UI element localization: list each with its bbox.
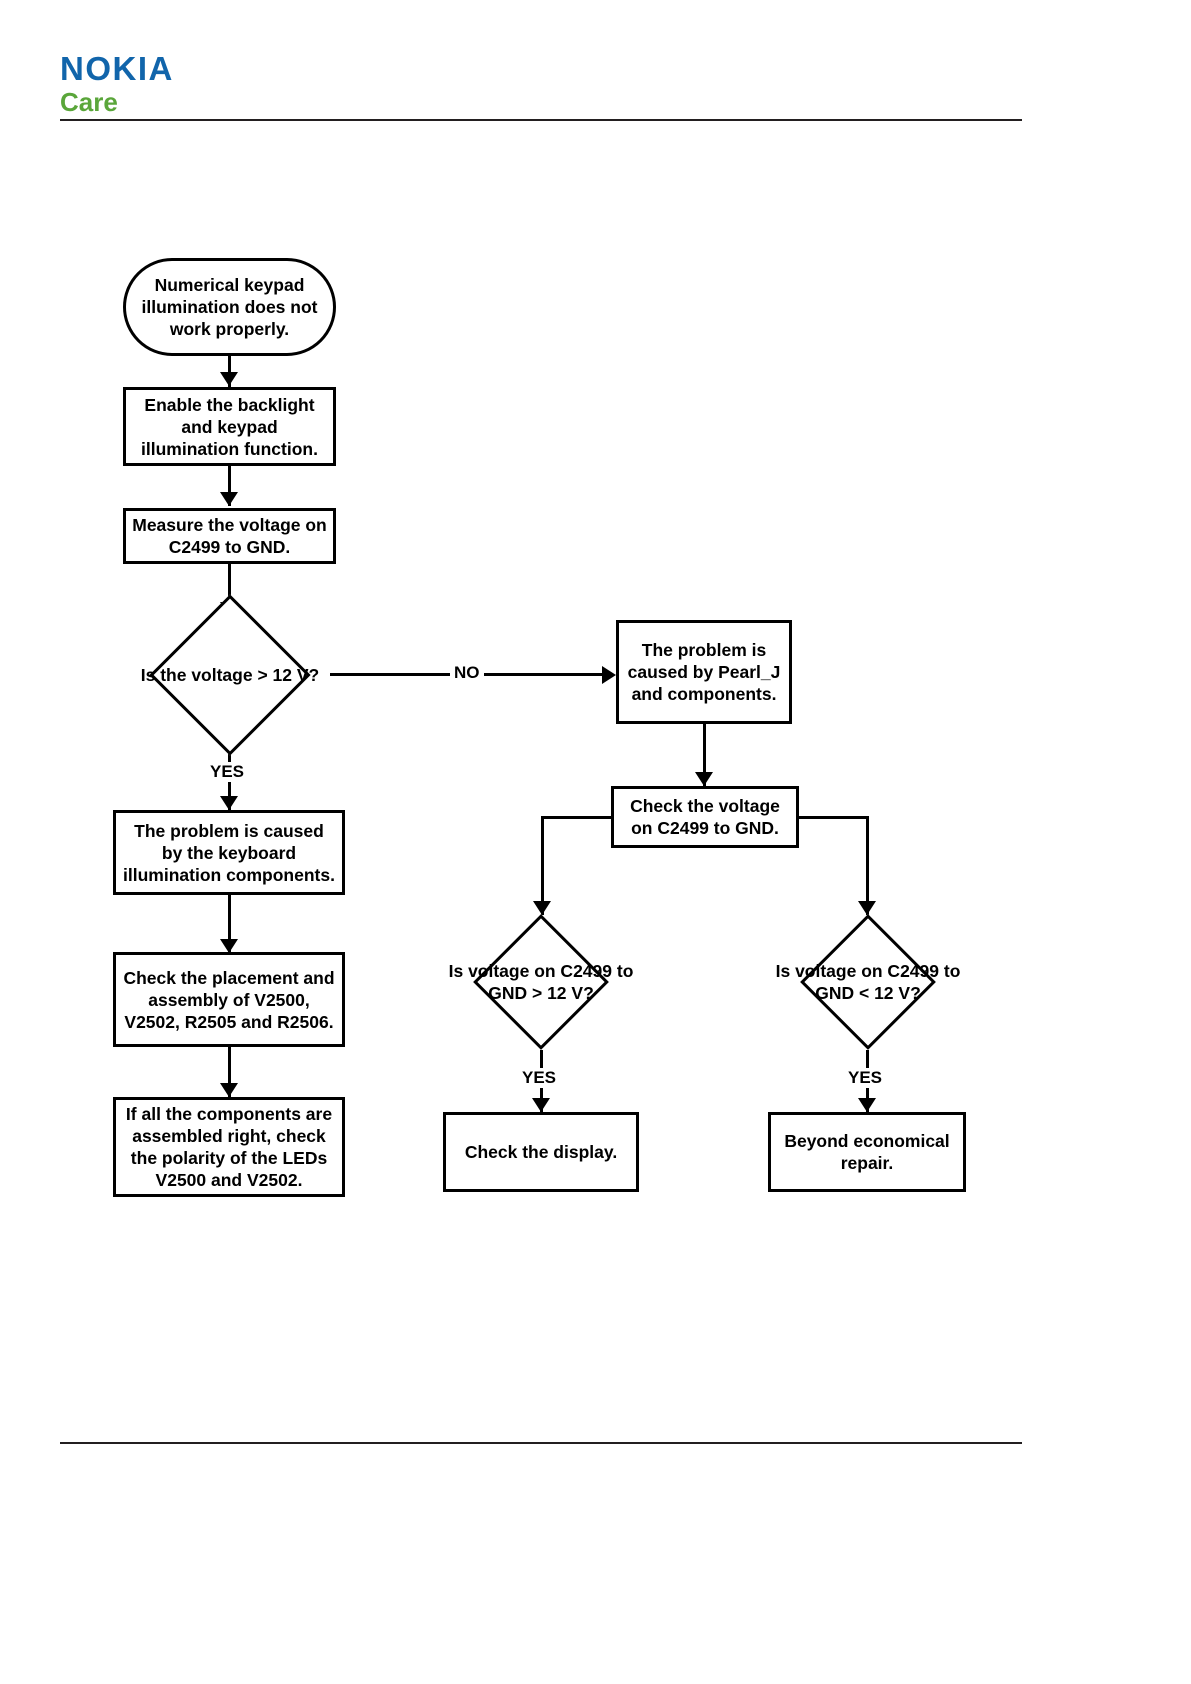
node-keyboard-illumination: The problem is caused by the keyboard il… xyxy=(113,810,345,895)
node-measure-voltage: Measure the voltage on C2499 to GND. xyxy=(123,508,336,564)
nokia-wordmark: NOKIA xyxy=(60,50,174,87)
edge-label-yes-less: YES xyxy=(844,1068,887,1088)
node-decision-main-label: Is the voltage > 12 V? xyxy=(140,664,320,685)
node-decision-main: Is the voltage > 12 V? xyxy=(130,593,330,756)
node-check-placement: Check the placement and assembly of V250… xyxy=(113,952,345,1047)
node-keyboard-illumination-label: The problem is caused by the keyboard il… xyxy=(123,820,335,885)
connector-placement-polarity xyxy=(228,1047,231,1097)
header-divider xyxy=(60,119,1022,121)
arrowhead-enable-measure xyxy=(220,492,238,506)
node-check-display: Check the display. xyxy=(443,1112,639,1192)
edge-label-yes-greater: YES xyxy=(518,1068,561,1088)
node-decision-less: Is voltage on C2499 to GND < 12 V? xyxy=(770,914,966,1050)
connector-checkvolt-right-v xyxy=(866,816,869,915)
connector-kbd-placement xyxy=(228,895,231,953)
footer-divider xyxy=(60,1442,1022,1444)
node-measure-voltage-label: Measure the voltage on C2499 to GND. xyxy=(132,515,327,557)
arrowhead-pearl-checkvolt xyxy=(695,772,713,786)
edge-label-yes-main: YES xyxy=(206,762,249,782)
arrowhead-checkvolt-left xyxy=(533,901,551,915)
node-check-polarity-label: If all the components are assembled righ… xyxy=(125,1104,333,1190)
node-beyond-repair-label: Beyond economical repair. xyxy=(784,1131,950,1173)
node-decision-greater: Is voltage on C2499 to GND > 12 V? xyxy=(443,914,639,1050)
node-beyond-repair: Beyond economical repair. xyxy=(768,1112,966,1192)
node-enable-backlight-label: Enable the backlight and keypad illumina… xyxy=(141,394,318,459)
care-wordmark: Care xyxy=(60,87,118,117)
arrowhead-yes-main xyxy=(220,796,238,810)
arrowhead-placement-polarity xyxy=(220,1083,238,1097)
node-check-placement-label: Check the placement and assembly of V250… xyxy=(123,967,335,1032)
node-check-polarity: If all the components are assembled righ… xyxy=(113,1097,345,1197)
arrowhead-checkvolt-right xyxy=(858,901,876,915)
connector-pearl-checkvolt xyxy=(703,724,706,786)
node-decision-greater-label: Is voltage on C2499 to GND > 12 V? xyxy=(448,961,634,1003)
arrowhead-no-branch xyxy=(602,666,616,684)
connector-measure-decision xyxy=(228,564,231,618)
arrowhead-yes-less xyxy=(858,1098,876,1112)
connector-checkvolt-left-v xyxy=(541,816,544,915)
nokia-care-logo: NOKIA Care xyxy=(60,50,360,117)
node-pearl-j-label: The problem is caused by Pearl_J and com… xyxy=(627,640,781,704)
node-decision-less-label: Is voltage on C2499 to GND < 12 V? xyxy=(775,961,961,1003)
node-check-voltage: Check the voltage on C2499 to GND. xyxy=(611,786,799,848)
node-pearl-j: The problem is caused by Pearl_J and com… xyxy=(616,620,792,724)
arrowhead-start-enable xyxy=(220,372,238,386)
edge-label-no: NO xyxy=(450,663,484,683)
node-enable-backlight: Enable the backlight and keypad illumina… xyxy=(123,387,336,466)
connector-checkvolt-left-h xyxy=(541,816,614,819)
node-start: Numerical keypad illumination does not w… xyxy=(123,258,336,356)
arrowhead-kbd-placement xyxy=(220,939,238,953)
arrowhead-yes-greater xyxy=(532,1098,550,1112)
node-start-label: Numerical keypad illumination does not w… xyxy=(141,275,318,339)
node-check-voltage-label: Check the voltage on C2499 to GND. xyxy=(630,796,780,838)
connector-enable-measure xyxy=(228,466,231,506)
node-check-display-label: Check the display. xyxy=(464,1142,618,1162)
connector-checkvolt-right-h xyxy=(796,816,869,819)
